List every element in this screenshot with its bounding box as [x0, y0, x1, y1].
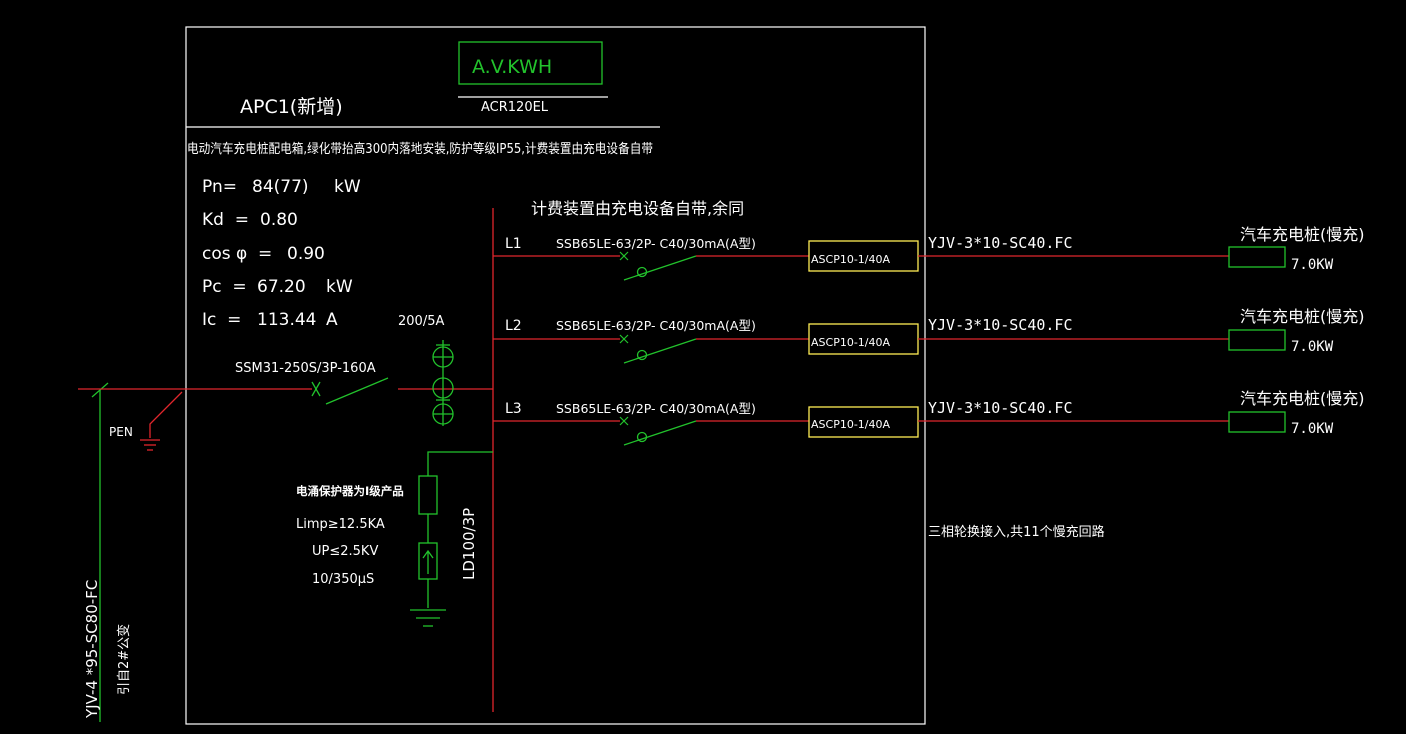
circuit-l2-cable-label: YJV-3*10-SC40.FC	[928, 316, 1073, 334]
pen-ground-icon	[140, 439, 160, 451]
circuit-l3-load-box	[1228, 411, 1286, 433]
param-cos-value: 0.90	[287, 244, 325, 264]
panel-description: 电动汽车充电桩配电箱,绿化带抬高300内落地安装,防护等级IP55,计费装置由充…	[187, 140, 653, 157]
circuit-l3-breaker-icon	[619, 416, 697, 446]
spd-up: UP≤2.5KV	[312, 544, 378, 559]
pen-label: PEN	[109, 425, 133, 439]
spd-limp: Limp≥12.5KA	[296, 517, 385, 532]
spd-ground-icon	[410, 609, 446, 627]
current-transformer-icon	[432, 340, 454, 426]
circuit-l1-load: 汽车充电桩(慢充)	[1240, 225, 1365, 244]
circuit-l1-power: 7.0KW	[1291, 257, 1334, 273]
panel-name: APC1(新增)	[240, 96, 343, 118]
circuit-l2-phase: L2	[505, 318, 522, 334]
incoming-tick	[91, 382, 109, 398]
phase-note: 三相轮换接入,共11个慢充回路	[928, 524, 1105, 540]
meter-box-label: A.V.KWH	[472, 56, 552, 78]
spd-conductor	[427, 451, 493, 476]
metering-note: 计费装置由充电设备自带,余同	[531, 199, 744, 218]
param-kd-label: Kd =	[202, 210, 249, 230]
circuit-l1-protector: ASCP10-1/40A	[811, 253, 890, 266]
circuit-l2: L2 SSB65LE-63/2P- C40/30mA(A型) ASCP10-1/…	[493, 307, 1365, 364]
param-pn-unit: kW	[334, 177, 361, 197]
param-pn-label: Pn=	[202, 177, 237, 197]
param-pn-value: 84(77)	[252, 177, 309, 197]
pen-conductor	[149, 391, 183, 438]
panel-params: Pn= 84(77) kW Kd = 0.80 cos φ = 0.90 Pc …	[202, 177, 361, 330]
param-pc-value: 67.20	[257, 277, 306, 297]
circuit-l2-load-box	[1228, 329, 1286, 351]
circuit-l3-phase: L3	[505, 401, 522, 417]
meter-box	[458, 41, 603, 85]
circuit-l3: L3 SSB65LE-63/2P- C40/30mA(A型) ASCP10-1/…	[493, 389, 1365, 446]
spd-title: 电涌保护器为I级产品	[296, 484, 404, 498]
param-ic-value: 113.44	[257, 310, 316, 330]
param-pc-unit: kW	[326, 277, 353, 297]
circuit-l2-protector: ASCP10-1/40A	[811, 336, 890, 349]
circuit-l1-breaker-icon	[619, 251, 697, 281]
circuit-l1-phase: L1	[505, 236, 522, 252]
circuit-l2-breaker-icon	[619, 334, 697, 364]
panel-enclosure	[185, 26, 926, 725]
circuit-l3-load: 汽车充电桩(慢充)	[1240, 389, 1365, 408]
meter-model: ACR120EL	[481, 100, 549, 115]
circuit-l3-cable-label: YJV-3*10-SC40.FC	[928, 399, 1073, 417]
incoming-source-label: 引自2#公变	[116, 624, 132, 695]
param-kd-value: 0.80	[260, 210, 298, 230]
param-ic-label: Ic =	[202, 310, 241, 330]
circuit-l1-breaker: SSB65LE-63/2P- C40/30mA(A型)	[556, 236, 756, 251]
circuit-l2-power: 7.0KW	[1291, 339, 1334, 355]
param-cos-label: cos φ =	[202, 244, 272, 264]
circuit-l3-power: 7.0KW	[1291, 421, 1334, 437]
spd-arrester-arrow-icon	[422, 549, 434, 574]
param-pc-label: Pc =	[202, 277, 247, 297]
spd-fuse-icon	[418, 475, 438, 515]
incoming-cable-label: YJV-4 *95-SC80-FC	[83, 580, 101, 719]
circuit-l3-breaker: SSB65LE-63/2P- C40/30mA(A型)	[556, 401, 756, 416]
param-ic-unit: A	[326, 310, 338, 330]
main-breaker-icon	[311, 377, 389, 405]
circuit-l3-protector-box	[808, 406, 919, 438]
ct-ratio: 200/5A	[398, 314, 444, 329]
circuit-l1-load-box	[1228, 246, 1286, 268]
main-breaker-label: SSM31-250S/3P-160A	[235, 361, 376, 376]
circuit-l2-load: 汽车充电桩(慢充)	[1240, 307, 1365, 326]
circuit-l3-protector: ASCP10-1/40A	[811, 418, 890, 431]
circuit-l1: L1 SSB65LE-63/2P- C40/30mA(A型) ASCP10-1/…	[493, 225, 1365, 281]
spd-wave: 10/350μS	[312, 572, 374, 587]
circuit-l1-cable-label: YJV-3*10-SC40.FC	[928, 234, 1073, 252]
circuit-l2-breaker: SSB65LE-63/2P- C40/30mA(A型)	[556, 318, 756, 333]
spd-model: LD100/3P	[460, 508, 478, 580]
